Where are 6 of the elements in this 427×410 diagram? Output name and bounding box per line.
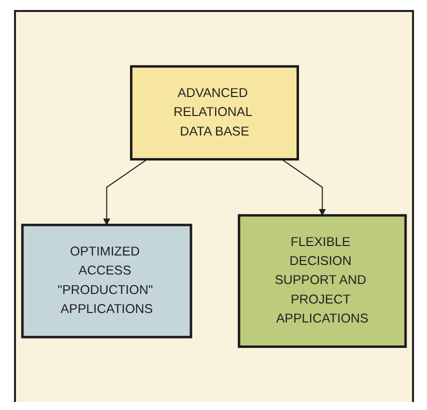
diagram-panel: ADVANCED RELATIONAL DATA BASE OPTIMIZED ACCESS "PRODUCTION" APPLICATIONS FLEXIBLE DECISION SUPPORT AND PROJECT APPLICATIONS	[14, 10, 414, 402]
node-box	[238, 214, 407, 348]
node-box	[130, 66, 299, 161]
node-box	[21, 224, 192, 339]
arrow	[281, 159, 326, 216]
arrow	[103, 159, 148, 226]
